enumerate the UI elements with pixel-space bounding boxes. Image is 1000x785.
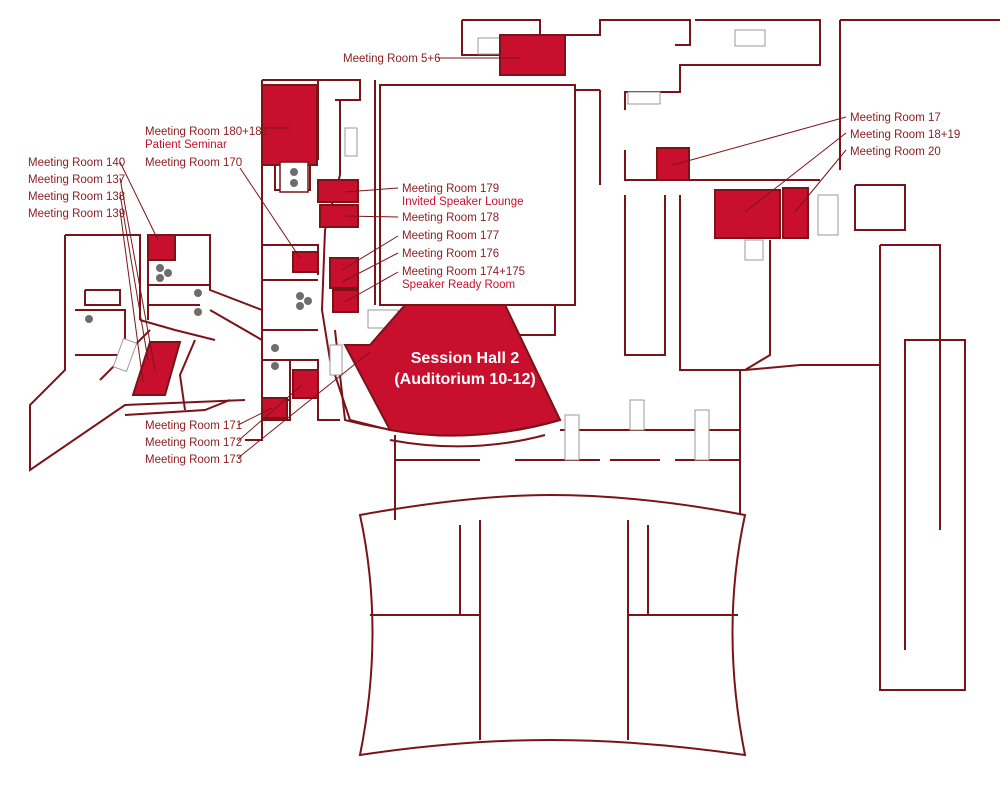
- label-room-180-181-sub: Patient Seminar: [145, 139, 227, 151]
- label-room-137: Meeting Room 137: [28, 174, 125, 186]
- room-137-139[interactable]: [131, 341, 182, 396]
- label-room-139: Meeting Room 139: [28, 208, 125, 220]
- label-room-174-175-sub: Speaker Ready Room: [402, 279, 515, 291]
- room-20[interactable]: [782, 187, 809, 239]
- info-icon: [85, 315, 93, 323]
- label-room-173: Meeting Room 173: [145, 454, 242, 466]
- session-hall-title: Session Hall 2: [411, 350, 520, 367]
- room-180-181[interactable]: [261, 84, 318, 166]
- restroom-icon: [156, 274, 164, 282]
- label-room-17: Meeting Room 17: [850, 112, 941, 124]
- label-room-179-sub: Invited Speaker Lounge: [402, 196, 523, 208]
- elevator-icon: [164, 269, 172, 277]
- label-room-172: Meeting Room 172: [145, 437, 242, 449]
- room-18-19[interactable]: [714, 189, 781, 239]
- elevator-box: [279, 161, 309, 193]
- restroom-icon: [290, 179, 298, 187]
- info-icon: [194, 308, 202, 316]
- label-room-179: Meeting Room 179: [402, 183, 499, 195]
- room-170[interactable]: [292, 251, 319, 273]
- label-room-174-175: Meeting Room 174+175: [402, 266, 525, 278]
- label-room-138: Meeting Room 138: [28, 191, 125, 203]
- restroom-icon: [156, 264, 164, 272]
- label-room-176: Meeting Room 176: [402, 248, 499, 260]
- session-hall-subtitle: (Auditorium 10-12): [394, 371, 535, 388]
- label-room-5-6: Meeting Room 5+6: [343, 53, 441, 65]
- label-room-171: Meeting Room 171: [145, 420, 242, 432]
- label-room-20: Meeting Room 20: [850, 146, 941, 158]
- leader-lines: [119, 57, 847, 459]
- amenity-icons: [85, 161, 312, 370]
- elevator-icon: [304, 297, 312, 305]
- label-room-178: Meeting Room 178: [402, 212, 499, 224]
- room-5-6[interactable]: [499, 34, 566, 76]
- room-174-175[interactable]: [332, 289, 359, 313]
- room-labels: Meeting Room 5+6 Meeting Room 180+181 Pa…: [28, 53, 960, 466]
- room-172[interactable]: [292, 369, 319, 399]
- restroom-icon: [290, 168, 298, 176]
- info-icon: [271, 362, 279, 370]
- session-hall-2[interactable]: [343, 304, 562, 437]
- room-140[interactable]: [147, 234, 176, 261]
- info-icon: [194, 289, 202, 297]
- room-17[interactable]: [656, 147, 690, 181]
- meeting-rooms: [131, 34, 809, 437]
- restroom-icon: [296, 292, 304, 300]
- info-icon: [271, 344, 279, 352]
- label-room-140: Meeting Room 140: [28, 157, 125, 169]
- label-room-177: Meeting Room 177: [402, 230, 499, 242]
- label-room-170: Meeting Room 170: [145, 157, 242, 169]
- restroom-icon: [296, 302, 304, 310]
- label-room-180-181: Meeting Room 180+181: [145, 126, 268, 138]
- label-room-18-19: Meeting Room 18+19: [850, 129, 960, 141]
